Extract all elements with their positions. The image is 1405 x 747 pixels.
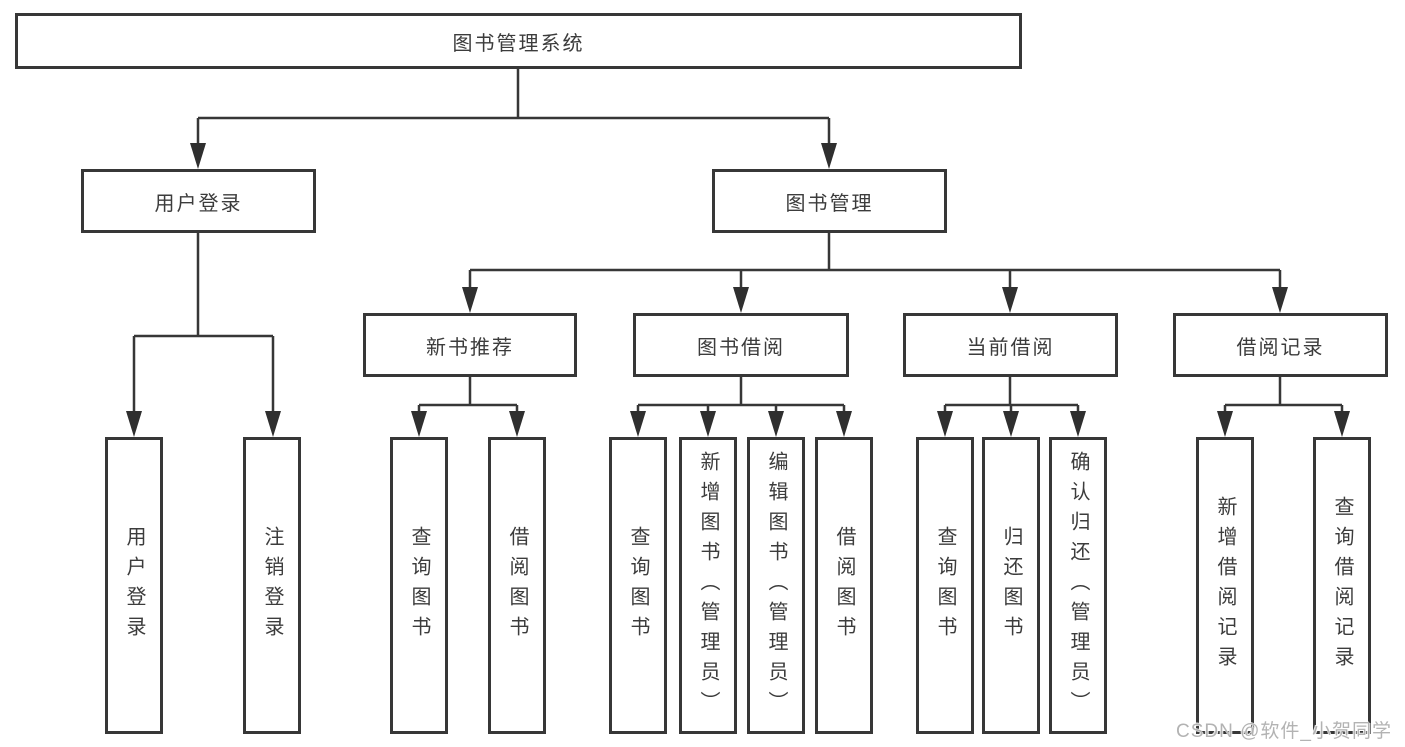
leaf-add-borrow-record: 新增借阅记录 xyxy=(1196,437,1254,734)
node-root-system: 图书管理系统 xyxy=(15,13,1022,69)
node-label: 新书推荐 xyxy=(426,336,514,359)
node-label: 图书借阅 xyxy=(697,336,785,359)
leaf-add-books-admin: 新增图书（管理员） xyxy=(679,437,737,734)
leaf-query-borrow-record: 查询借阅记录 xyxy=(1313,437,1371,734)
node-book-borrowing: 图书借阅 xyxy=(633,313,849,377)
leaf-borrow-books-recommend: 借阅图书 xyxy=(488,437,546,734)
node-current-borrowing: 当前借阅 xyxy=(903,313,1118,377)
leaf-edit-books-admin: 编辑图书（管理员） xyxy=(747,437,805,734)
node-borrowing-records: 借阅记录 xyxy=(1173,313,1388,377)
leaf-label: 用户登录 xyxy=(123,525,145,646)
arrowheads xyxy=(126,143,1350,437)
node-label: 用户登录 xyxy=(154,192,243,215)
csdn-watermark: CSDN @软件_小贺同学 xyxy=(1176,721,1392,742)
leaf-user-login: 用户登录 xyxy=(105,437,163,734)
leaf-query-books-current: 查询图书 xyxy=(916,437,974,734)
node-book-management: 图书管理 xyxy=(712,169,947,233)
leaf-borrow-books-borrowing: 借阅图书 xyxy=(815,437,873,734)
leaf-query-books-recommend: 查询图书 xyxy=(390,437,448,734)
leaf-logout: 注销登录 xyxy=(243,437,301,734)
node-new-book-recommendation: 新书推荐 xyxy=(363,313,577,377)
node-label: 图书管理系统 xyxy=(452,32,585,55)
leaf-label: 查询图书 xyxy=(408,525,430,646)
leaf-label: 查询借阅记录 xyxy=(1331,495,1353,676)
node-label: 借阅记录 xyxy=(1236,336,1325,359)
leaf-label: 查询图书 xyxy=(934,525,956,646)
leaf-label: 归还图书 xyxy=(1000,525,1022,646)
leaf-confirm-return-admin: 确认归还（管理员） xyxy=(1049,437,1107,734)
leaf-label: 新增借阅记录 xyxy=(1214,495,1236,676)
leaf-label: 借阅图书 xyxy=(833,525,855,646)
node-user-login: 用户登录 xyxy=(81,169,316,233)
leaf-query-books-borrowing: 查询图书 xyxy=(609,437,667,734)
leaf-label: 借阅图书 xyxy=(506,525,528,646)
leaf-label: 注销登录 xyxy=(261,525,283,646)
leaf-return-books: 归还图书 xyxy=(982,437,1040,734)
leaf-label: 新增图书（管理员） xyxy=(697,450,719,721)
leaf-label: 确认归还（管理员） xyxy=(1067,450,1089,721)
leaf-label: 编辑图书（管理员） xyxy=(765,450,787,721)
node-label: 当前借阅 xyxy=(966,336,1055,359)
leaf-label: 查询图书 xyxy=(627,525,649,646)
node-label: 图书管理 xyxy=(785,192,874,215)
